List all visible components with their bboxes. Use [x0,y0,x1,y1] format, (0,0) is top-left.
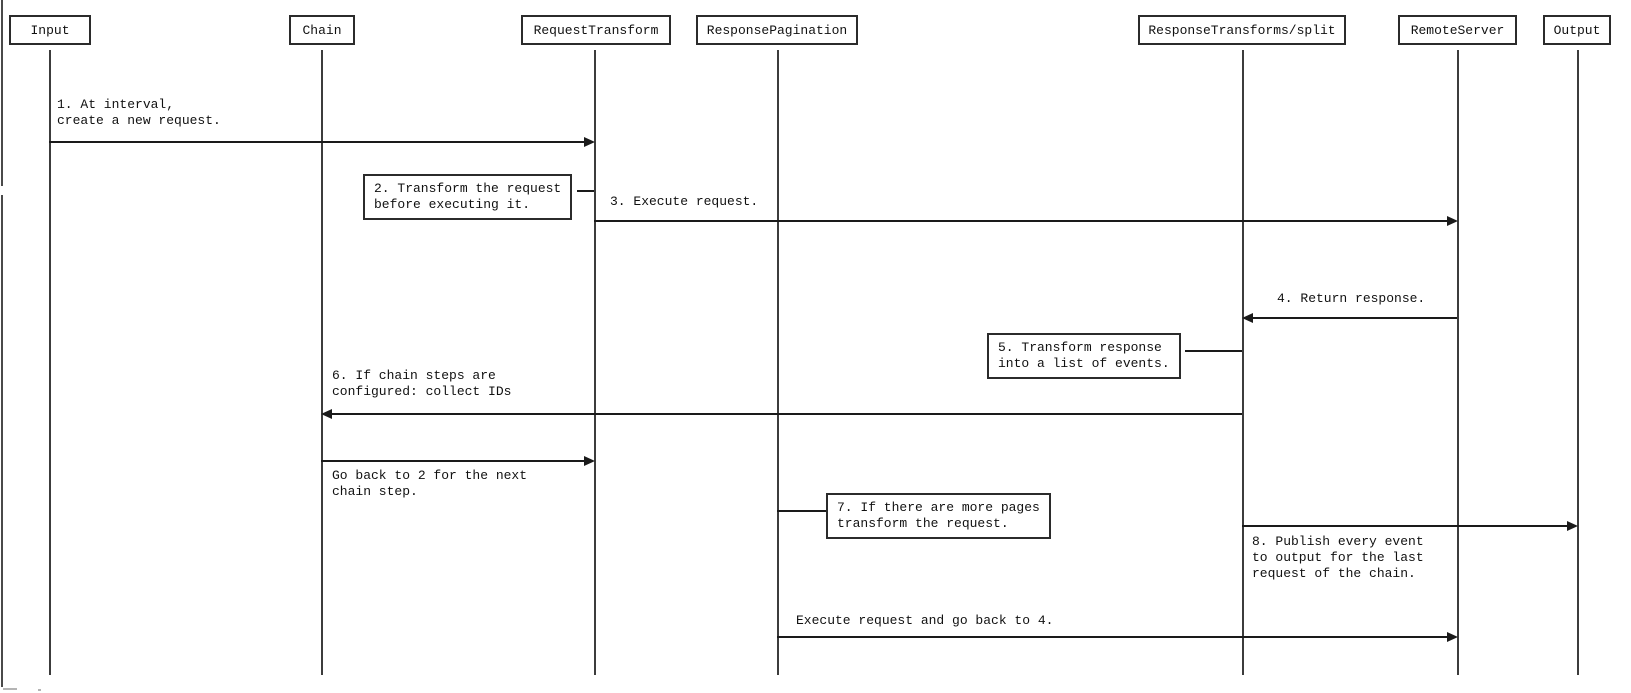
message-1-label: 1. At interval,create a new request. [57,97,221,128]
actor-box-response-pagination: ResponsePagination [696,15,858,45]
arrowhead-right-icon [1447,216,1458,226]
lifeline-output [1577,50,1579,675]
actor-box-remote-server: RemoteServer [1398,15,1517,45]
arrow-8-line [1242,525,1568,527]
arrowhead-left-icon [321,409,332,419]
actor-box-response-transforms-split: ResponseTransforms/split [1138,15,1346,45]
actor-label-chain: Chain [302,22,342,38]
frame-bottom-left-dash [3,688,17,690]
frame-bottom-left-dot [38,689,41,691]
actor-label-response-transforms-split: ResponseTransforms/split [1148,22,1336,38]
note-7-connector [777,510,826,512]
lifeline-remote-server [1457,50,1459,675]
lifeline-request-transform [594,50,596,675]
arrowhead-right-icon [584,137,595,147]
arrow-4-line [1251,317,1457,319]
actor-label-remote-server: RemoteServer [1410,22,1505,38]
actor-box-request-transform: RequestTransform [521,15,671,45]
actor-label-output: Output [1553,22,1601,38]
lifeline-response-transforms-split [1242,50,1244,675]
arrowhead-left-icon [1242,313,1253,323]
arrowhead-right-icon [584,456,595,466]
lifeline-input [49,50,51,675]
frame-left-border-bottom [1,195,3,687]
note-2-connector [577,190,594,192]
lifeline-response-pagination [777,50,779,675]
frame-left-border-top [1,0,3,186]
arrow-go-back-line [321,460,585,462]
arrow-3-line [594,220,1448,222]
note-5-connector [1185,350,1242,352]
actor-label-request-transform: RequestTransform [533,22,659,38]
arrow-execute-again-line [777,636,1448,638]
actor-label-input: Input [30,22,70,38]
arrowhead-right-icon [1567,521,1578,531]
message-3-label: 3. Execute request. [610,194,759,209]
arrow-6-line [330,413,1242,415]
message-4-label: 4. Return response. [1277,291,1426,306]
message-execute-again-label: Execute request and go back to 4. [796,613,1054,628]
arrow-1-line [49,141,585,143]
actor-box-output: Output [1543,15,1611,45]
arrowhead-right-icon [1447,632,1458,642]
actor-label-response-pagination: ResponsePagination [706,22,848,38]
lifeline-chain [321,50,323,675]
actor-box-chain: Chain [289,15,355,45]
actor-box-input: Input [9,15,91,45]
